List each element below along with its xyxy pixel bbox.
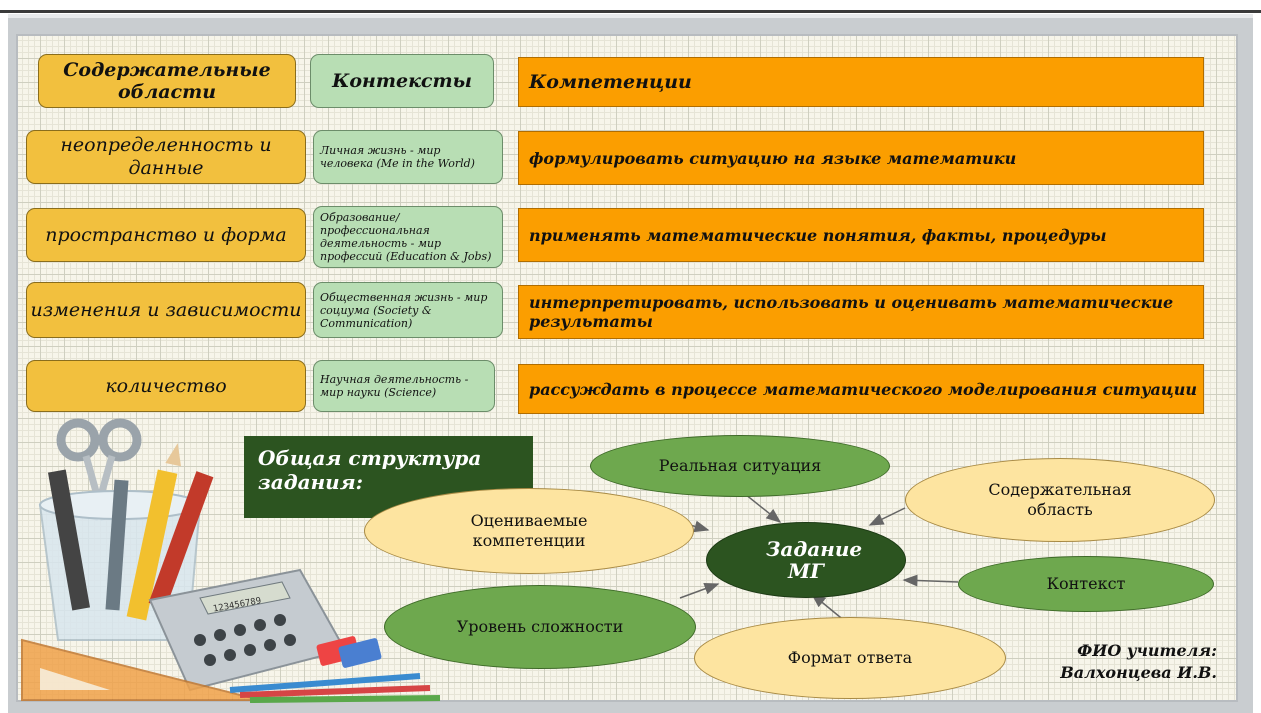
context-education: Образование/профессиональная деятельност… (313, 206, 503, 268)
domain-label: пространство и форма (45, 223, 287, 246)
node-content-area: Содержательная область (905, 458, 1215, 542)
context-label: Общественная жизнь - мир социума (Societ… (320, 290, 488, 330)
competency-apply: применять математические понятия, факты,… (518, 208, 1204, 262)
structure-title: Общая структура задания: (258, 446, 482, 494)
context-science: Научная деятельность - мир науки (Scienc… (313, 360, 495, 412)
node-difficulty: Уровень сложности (384, 585, 696, 669)
node-label: Формат ответа (787, 648, 913, 667)
node-real-situation: Реальная ситуация (590, 435, 890, 497)
header-competencies-label: Компетенции (529, 71, 692, 93)
context-label: Личная жизнь - мир человека (Me in the W… (320, 144, 475, 170)
domain-quantity: количество (26, 360, 306, 412)
node-center-label: Задание МГ (766, 537, 863, 583)
node-label: Уровень сложности (456, 617, 624, 636)
competency-label: применять математические понятия, факты,… (529, 225, 1107, 245)
header-contexts-label: Контексты (332, 70, 472, 92)
header-domains-label: Содержательные области (63, 59, 271, 103)
pencils-icon (47, 443, 214, 621)
competency-interpret: интерпретировать, использовать и оценива… (518, 285, 1204, 339)
author-block: ФИО учителя: Валхонцева И.В. (1060, 640, 1217, 684)
node-label: Оцениваемые компетенции (470, 511, 588, 550)
domain-label: изменения и зависимости (30, 298, 302, 321)
competency-reason: рассуждать в процессе математического мо… (518, 364, 1204, 414)
ruler-triangle-icon (21, 638, 261, 701)
node-answer-format: Формат ответа (694, 617, 1006, 699)
domain-space-shape: пространство и форма (26, 208, 306, 262)
competency-formulate: формулировать ситуацию на языке математи… (518, 131, 1204, 185)
header-contexts: Контексты (310, 54, 494, 108)
domain-label: неопределенность и данные (60, 134, 272, 179)
competency-label: интерпретировать, использовать и оценива… (529, 293, 1174, 331)
domain-change: изменения и зависимости (26, 282, 306, 338)
context-label: Образование/профессиональная деятельност… (320, 211, 492, 263)
domain-label: количество (105, 374, 227, 397)
competency-label: рассуждать в процессе математического мо… (529, 379, 1198, 399)
node-label: Контекст (1046, 574, 1126, 593)
context-personal: Личная жизнь - мир человека (Me in the W… (313, 130, 503, 184)
calculator-icon: 123456789 (148, 568, 347, 692)
competency-label: формулировать ситуацию на языке математи… (529, 148, 1017, 168)
node-label: Содержательная область (988, 480, 1132, 519)
header-competencies: Компетенции (518, 57, 1204, 107)
node-label: Реальная ситуация (658, 456, 822, 475)
author-name: Валхонцева И.В. (1060, 663, 1217, 682)
node-assessed-competencies: Оцениваемые компетенции (364, 488, 694, 574)
context-society: Общественная жизнь - мир социума (Societ… (313, 282, 503, 338)
node-context: Контекст (958, 556, 1214, 612)
color-pencils-icon (229, 636, 441, 703)
header-domains: Содержательные области (38, 54, 296, 108)
author-label: ФИО учителя: (1077, 641, 1217, 660)
context-label: Научная деятельность - мир науки (Scienc… (320, 373, 469, 399)
node-center-task: Задание МГ (706, 522, 906, 598)
domain-uncertainty: неопределенность и данные (26, 130, 306, 184)
top-border-line (0, 10, 1261, 13)
